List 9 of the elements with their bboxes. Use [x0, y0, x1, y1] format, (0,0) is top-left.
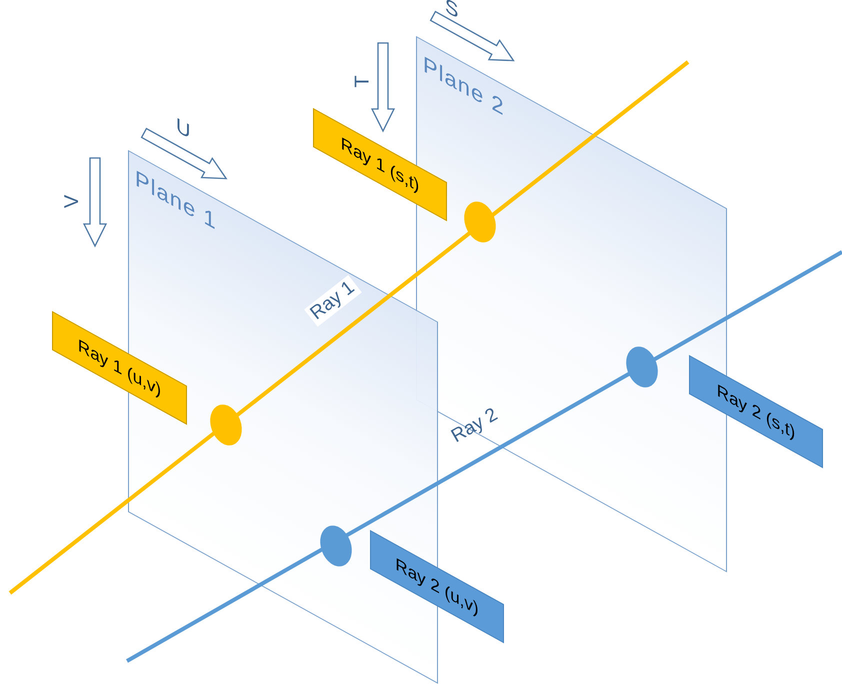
- axis-label: S: [445, 0, 458, 25]
- tag-text: Ray 2 (s,t): [716, 380, 796, 444]
- axis-label: U: [176, 114, 190, 145]
- tag-text: Ray 1 (s,t): [340, 132, 420, 196]
- ray-label: Ray 2: [446, 403, 502, 450]
- axis-label: T: [352, 75, 375, 88]
- axis-label: V: [61, 194, 84, 208]
- tag-text: Ray 1 (u,v): [78, 334, 162, 401]
- tag-text: Ray 2 (u,v): [395, 554, 479, 620]
